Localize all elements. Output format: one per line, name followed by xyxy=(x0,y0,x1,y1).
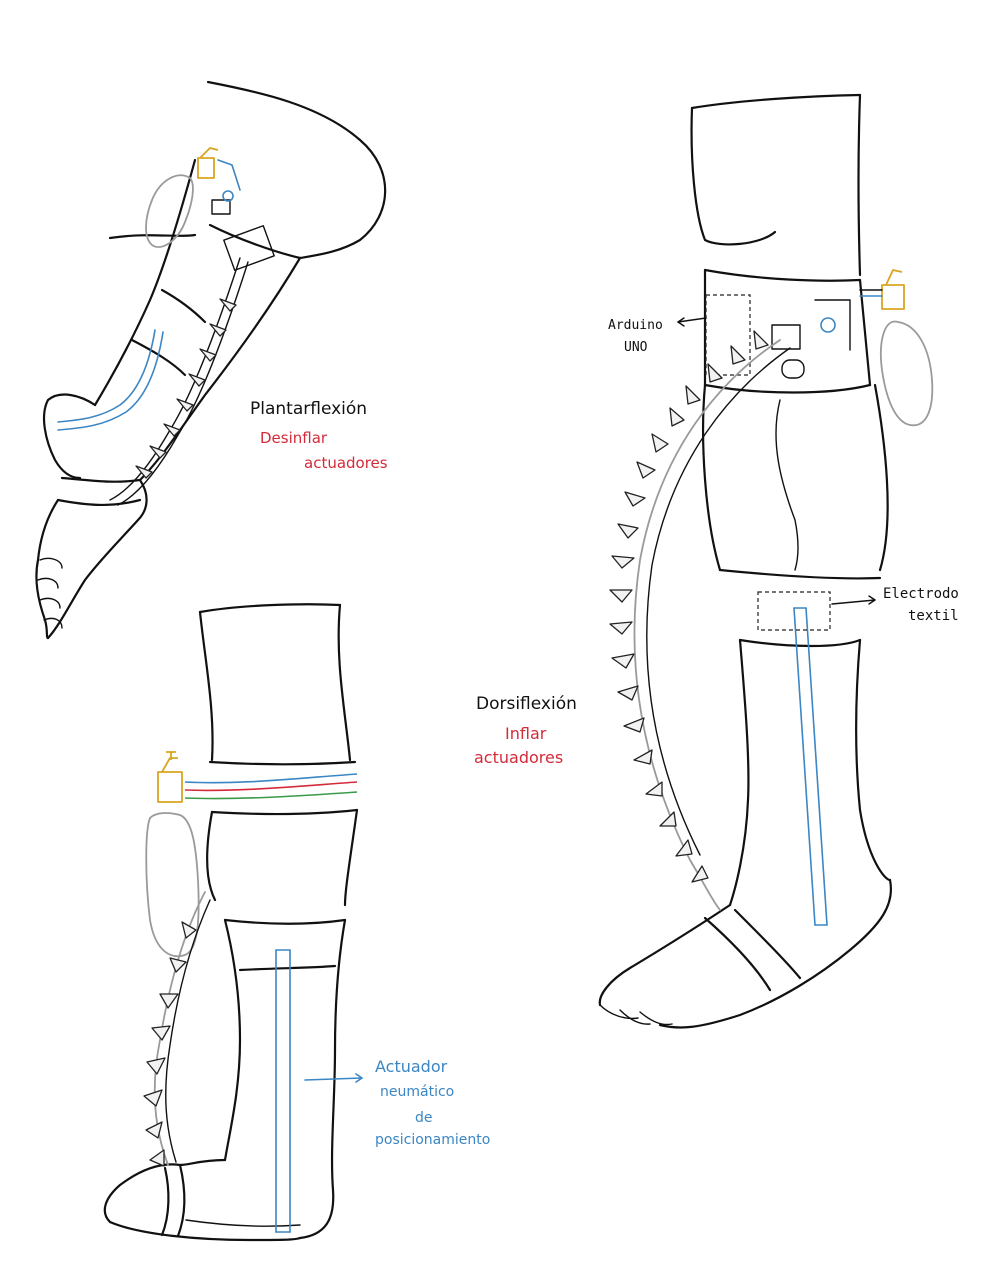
plantarflexion-leg-drawing xyxy=(35,80,387,640)
label-de: de xyxy=(415,1110,433,1126)
label-actuadores-deflate: actuadores xyxy=(304,454,388,472)
label-dorsiflexion: Dorsiflexión xyxy=(476,694,577,714)
label-actuador: Actuador xyxy=(375,1057,448,1076)
label-electrodo: Electrodo xyxy=(883,586,959,602)
lateral-leg-drawing xyxy=(103,603,363,1242)
label-textil: textil xyxy=(908,608,959,624)
label-actuadores-inflate: actuadores xyxy=(474,748,563,767)
label-arduino: Arduino xyxy=(608,318,663,333)
valve-icon xyxy=(157,751,183,803)
label-desinflar: Desinflar xyxy=(260,429,328,447)
valve-icon xyxy=(197,147,219,179)
spike-row-plantarflexion xyxy=(135,298,237,479)
label-plantarflexion: Plantarflexión xyxy=(250,399,367,419)
dorsiflexion-leg-drawing xyxy=(598,93,934,1029)
label-posicionamiento: posicionamiento xyxy=(375,1132,490,1148)
label-neumatico: neumático xyxy=(380,1084,454,1100)
spike-row-dorsiflexion xyxy=(609,330,769,883)
label-inflar: Inflar xyxy=(505,724,547,743)
valve-icon xyxy=(881,269,905,310)
spike-row-lateral xyxy=(143,921,197,1167)
label-uno: UNO xyxy=(624,340,648,355)
